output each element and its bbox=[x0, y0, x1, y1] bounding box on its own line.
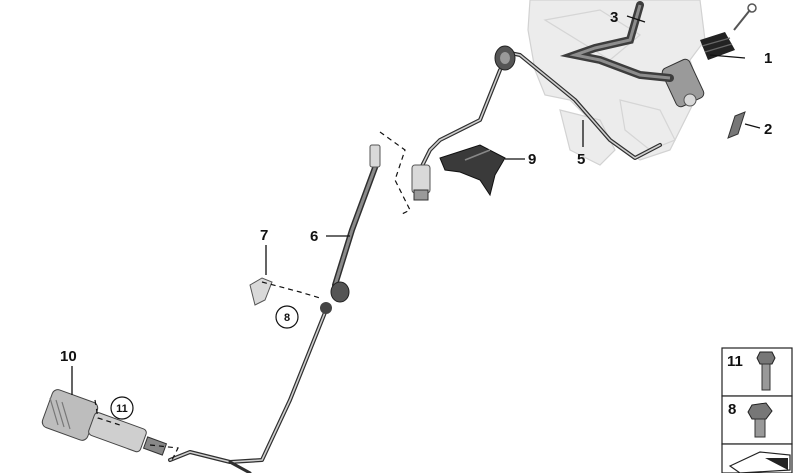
pipe-bracket-7 bbox=[249, 277, 321, 306]
fastener-legend: 11 8 bbox=[721, 347, 793, 473]
pedal-box-ghost bbox=[527, 0, 706, 166]
hex-bolt-icon bbox=[756, 351, 776, 391]
callout-3: 3 bbox=[610, 9, 618, 26]
callout-11-circle: 11 bbox=[110, 396, 134, 420]
coupling-connector bbox=[411, 164, 431, 201]
callout-8-circle: 8 bbox=[275, 305, 299, 329]
reservoir-hose-3 bbox=[559, 1, 674, 82]
clutch-hose-6 bbox=[332, 144, 381, 295]
slave-cylinder-10 bbox=[41, 389, 179, 461]
callout-10: 10 bbox=[60, 348, 77, 365]
leader-lines bbox=[71, 15, 761, 395]
flange-bolt-icon bbox=[747, 402, 773, 438]
grommet-lower-ring bbox=[320, 302, 332, 314]
master-cylinder-1 bbox=[661, 3, 757, 108]
callout-labels: 1 2 3 5 6 7 9 10 8 11 bbox=[60, 9, 772, 420]
legend-label-11: 11 bbox=[727, 353, 743, 370]
legend-label-8: 8 bbox=[728, 401, 736, 418]
callout-1: 1 bbox=[764, 50, 772, 67]
holder-9 bbox=[439, 144, 506, 197]
arrow-label-icon bbox=[728, 451, 791, 473]
clutch-pipe-lower bbox=[168, 303, 330, 473]
clutch-pipe-upper bbox=[503, 50, 662, 160]
callout-2: 2 bbox=[764, 121, 772, 138]
grommet-lower bbox=[330, 281, 350, 303]
grommet-upper bbox=[418, 45, 516, 172]
pin-2 bbox=[727, 111, 746, 139]
callout-11: 11 bbox=[116, 403, 128, 415]
dashed-connection-6 bbox=[379, 131, 411, 216]
callout-8: 8 bbox=[284, 312, 290, 324]
callout-6: 6 bbox=[310, 228, 318, 245]
callout-5: 5 bbox=[577, 151, 585, 168]
callout-7: 7 bbox=[260, 227, 268, 244]
callout-9: 9 bbox=[528, 151, 536, 168]
